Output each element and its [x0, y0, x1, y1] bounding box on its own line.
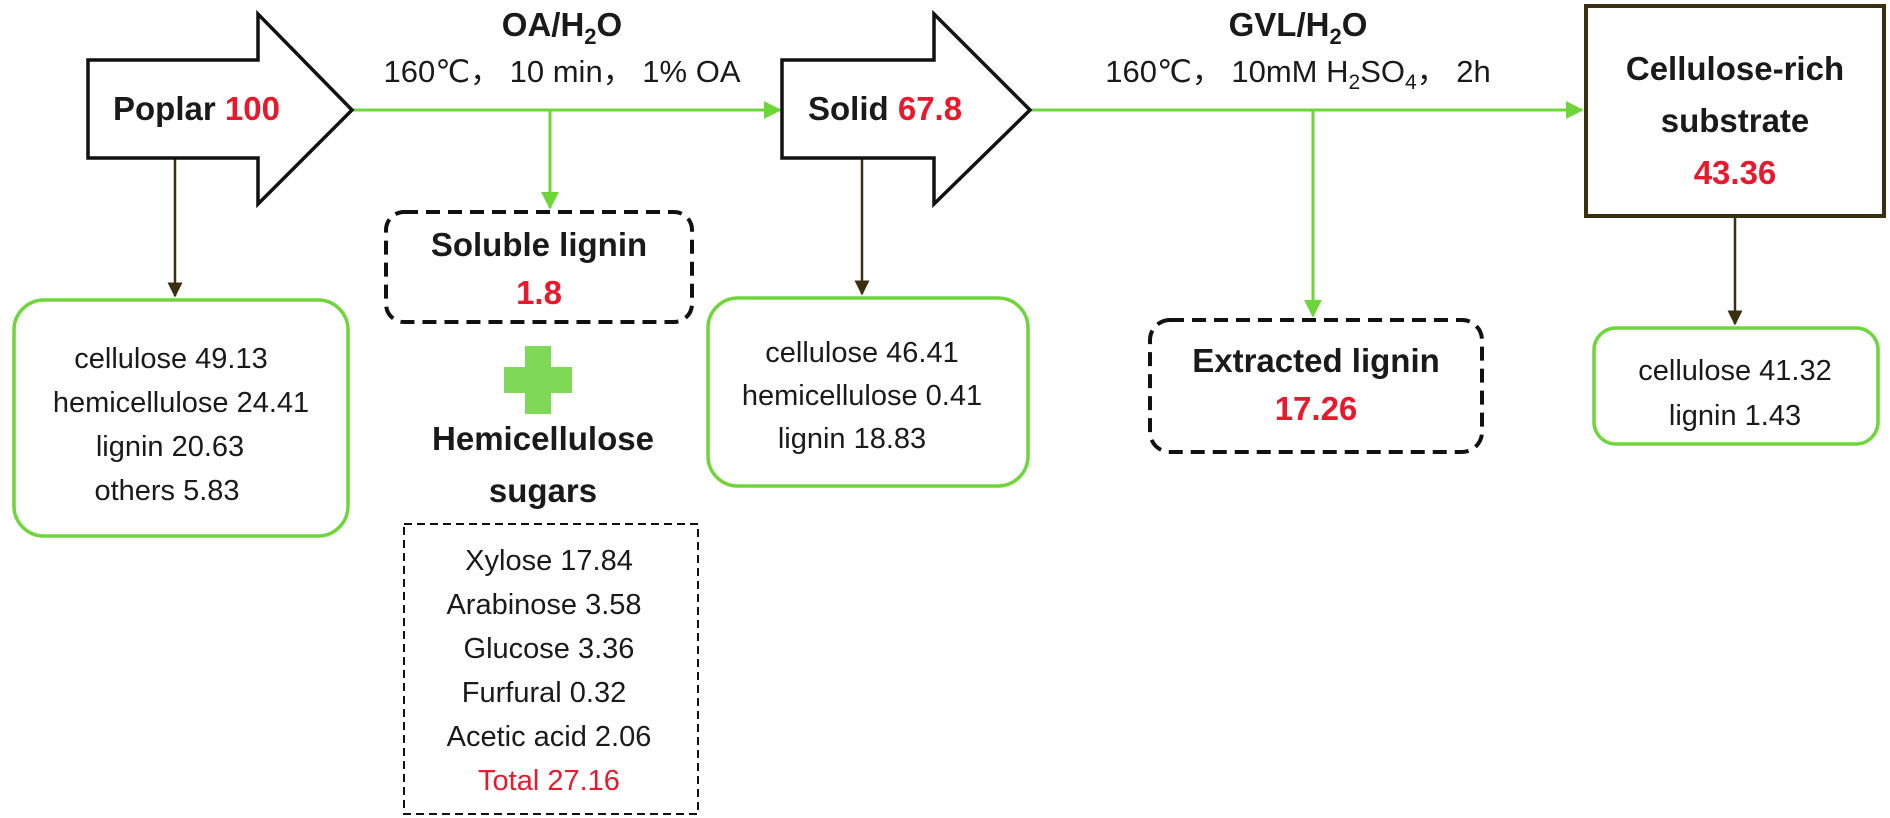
sugar-total: Total 27.16	[478, 765, 620, 797]
soluble-lignin-box: Soluble lignin 1.8	[384, 210, 694, 324]
substrate-value: 43.36	[1694, 154, 1777, 191]
substrate-line1: Cellulose-rich	[1626, 50, 1844, 87]
step1-conditions: 160℃， 10 min， 1% OA	[383, 54, 740, 89]
poplar-comp-item: lignin 20.63	[96, 431, 244, 463]
substrate-comp-item: cellulose 41.32	[1638, 355, 1831, 387]
svg-text:Solid 67.8: Solid 67.8	[808, 90, 962, 127]
substrate-line2: substrate	[1661, 102, 1810, 139]
sugar-item: Furfural 0.32	[462, 677, 626, 709]
step1-title: OA/H2O	[502, 6, 622, 49]
poplar-label: Poplar	[113, 90, 216, 127]
sugar-item: Glucose 3.36	[464, 633, 635, 665]
solid-value: 67.8	[898, 90, 962, 127]
solid-label: Solid	[808, 90, 889, 127]
step2-title: GVL/H2O	[1229, 6, 1368, 49]
poplar-comp-item: cellulose 49.13	[74, 343, 267, 375]
soluble-lignin-value: 1.8	[516, 274, 562, 311]
sugar-item: Acetic acid 2.06	[447, 721, 652, 753]
substrate-comp-item: lignin 1.43	[1669, 400, 1801, 432]
substrate-composition-box: cellulose 41.32 lignin 1.43	[1592, 326, 1880, 446]
cellulose-rich-substrate-box: Cellulose-rich substrate 43.36	[1584, 4, 1886, 218]
svg-text:Poplar 100: Poplar 100	[113, 90, 280, 127]
sugar-item: Xylose 17.84	[465, 545, 633, 577]
hemicellulose-sugars-title-line1: Hemicellulose	[432, 420, 654, 457]
poplar-arrow: Poplar 100	[86, 9, 355, 209]
soluble-lignin-label: Soluble lignin	[431, 226, 647, 263]
solid-composition-box: cellulose 46.41 hemicellulose 0.41 ligni…	[706, 296, 1030, 488]
poplar-comp-item: others 5.83	[94, 475, 239, 507]
extracted-lignin-value: 17.26	[1275, 390, 1358, 427]
solid-comp-item: cellulose 46.41	[765, 337, 958, 369]
extracted-lignin-box: Extracted lignin 17.26	[1148, 318, 1484, 454]
sugar-item: Arabinose 3.58	[446, 589, 641, 621]
step2-conditions: 160℃， 10mM H2SO4， 2h	[1105, 54, 1491, 94]
solid-arrow: Solid 67.8	[780, 9, 1033, 209]
plus-icon	[504, 346, 572, 414]
solid-comp-item: lignin 18.83	[778, 423, 926, 455]
solid-comp-item: hemicellulose 0.41	[742, 380, 982, 412]
extracted-lignin-label: Extracted lignin	[1192, 342, 1440, 379]
poplar-comp-item: hemicellulose 24.41	[53, 387, 309, 419]
hemicellulose-sugars-title-line2: sugars	[489, 472, 597, 509]
hemicellulose-sugars-box: Xylose 17.84 Arabinose 3.58 Glucose 3.36…	[403, 523, 699, 815]
poplar-value: 100	[225, 90, 280, 127]
poplar-composition-box: cellulose 49.13 hemicellulose 24.41 lign…	[12, 298, 350, 538]
